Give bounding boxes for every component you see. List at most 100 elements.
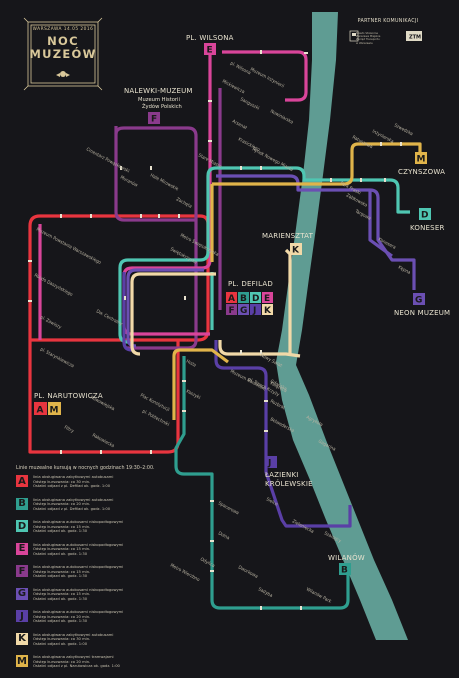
- stop-label: pl. Zawiszy: [39, 314, 63, 330]
- terminal-subtitle: Muzeum Historii: [138, 97, 180, 103]
- stop-label: Muzeum Inżynierii: [249, 66, 285, 89]
- legend-description: linia obsługiwana zabytkowymi autobusami…: [33, 497, 114, 511]
- title-emblem-icon: [56, 71, 70, 77]
- stop-label: Muranów: [119, 174, 140, 189]
- badge-letter: G: [240, 306, 247, 316]
- stop-label: Zachęta: [175, 196, 193, 209]
- legend-description: linia obsługiwana autobusami niskopodłog…: [33, 542, 124, 556]
- route-line-e: [38, 48, 308, 340]
- transit-map: pl. Wilsona Mickiewicza Muzeum Inżynieri…: [23, 12, 450, 640]
- river-vistula: [276, 12, 408, 640]
- terminal-narutowicza[interactable]: PL. NARUTOWICZA A M: [34, 392, 103, 416]
- stop-label: Kępna: [397, 264, 412, 276]
- legend-badge: E: [16, 542, 28, 555]
- badge-letter: K: [292, 246, 300, 256]
- event-name-line1: NOC: [47, 34, 79, 48]
- legend-badge: K: [16, 632, 28, 645]
- terminal-name: PL. WILSONA: [186, 34, 234, 42]
- stop-label: Nowiniarska: [269, 108, 294, 125]
- badge-letter: J: [267, 459, 271, 469]
- terminal-wilanow[interactable]: WILANÓW B: [328, 553, 365, 576]
- legend-badge: F: [16, 565, 28, 577]
- stop-label: Hoża: [185, 358, 197, 368]
- badge-letter: F: [151, 115, 157, 125]
- partner-block: PARTNER KOMUNIKACJI Miasto Stołeczne War…: [338, 19, 438, 45]
- stop-label: Cmentarz Powązkowski: [85, 146, 130, 174]
- badge-letter: M: [417, 155, 426, 165]
- event-title: WARSZAWA 14.05 2016 NOC MUZEÓW: [28, 22, 98, 86]
- badge-letter: D: [421, 211, 428, 221]
- badge-letter: E: [207, 46, 213, 56]
- badge-letter: F: [229, 306, 235, 316]
- route-line-m: [172, 142, 422, 420]
- legend-badge: J: [16, 610, 28, 622]
- terminal-neon[interactable]: G NEON MUZEUM: [394, 293, 450, 317]
- stop-label: pl. Wilsona: [229, 60, 252, 76]
- stop-label: Spacerowa: [217, 500, 240, 516]
- stop-label: Sadyba: [257, 586, 274, 599]
- badge-letter: B: [240, 294, 247, 304]
- terminal-name: KRÓLEWSKIE: [265, 479, 313, 488]
- stop-label: Szwedzka: [393, 122, 414, 137]
- terminal-mariensztat[interactable]: MARIENSZTAT K: [262, 232, 314, 256]
- terminal-wilsona[interactable]: PL. WILSONA E: [186, 34, 234, 56]
- legend-badge: B: [16, 497, 28, 510]
- route-line-j: [122, 272, 352, 528]
- stop-label: Odyńca: [199, 556, 217, 570]
- terminal-defilad[interactable]: PL. DEFILAD A B D E F G J K: [226, 280, 273, 316]
- terminal-czynszowa[interactable]: M CZYNSZOWA: [398, 152, 445, 176]
- stop-label: Filtry: [63, 424, 75, 434]
- terminal-name: KONESER: [410, 224, 445, 232]
- legend-description: linia obsługiwana autobusami niskopodłog…: [33, 610, 124, 624]
- stop-label: Dolna: [217, 530, 231, 541]
- stop-label: Świętokrzyska: [169, 246, 199, 266]
- stop-label: Hale Mirowskie: [149, 172, 180, 192]
- badge-letter: A: [37, 406, 44, 416]
- badge-letter: D: [252, 294, 259, 304]
- terminal-name: NALEWKI-MUZEUM: [124, 87, 193, 95]
- svg-text:ZTM: ZTM: [409, 35, 421, 41]
- terminal-subtitle: Żydów Polskich: [142, 103, 182, 110]
- terminal-name: NEON MUZEUM: [394, 309, 450, 317]
- legend-description: linia obsługiwana zabytkowymi autobusami…: [33, 475, 114, 489]
- partner-org: Miasto Stołeczne Warszawa Miejskie Zarzą…: [356, 32, 381, 45]
- stop-label: pl. Starynkiewicza: [39, 346, 75, 369]
- badge-letter: E: [264, 294, 270, 304]
- route-line-b: [174, 356, 350, 610]
- badge-letter: G: [415, 296, 422, 306]
- legend-badge: M: [16, 655, 28, 667]
- terminal-lazienki[interactable]: J ŁAZIENKI KRÓLEWSKIE: [264, 456, 313, 488]
- stop-label: Muzeum Powstania Warszawskiego: [35, 226, 102, 266]
- terminal-name: ŁAZIENKI: [264, 471, 299, 479]
- legend-title: Linie muzealne kursują w nocnych godzina…: [16, 466, 155, 471]
- stop-label: Mickiewicza: [221, 78, 246, 95]
- event-name: NOC MUZEÓW: [28, 35, 98, 61]
- stop-label: Wilanów Park: [305, 586, 333, 605]
- legend-description: linia obsługiwana autobusami niskopodłog…: [33, 565, 124, 579]
- event-date: WARSZAWA 14.05 2016: [32, 27, 94, 32]
- terminal-name: WILANÓW: [328, 553, 365, 562]
- terminal-nalewki[interactable]: NALEWKI-MUZEUM Muzeum Historii Żydów Pol…: [124, 87, 193, 125]
- legend-badge: A: [16, 475, 28, 487]
- terminal-koneser[interactable]: D KONESER: [410, 208, 445, 232]
- legend: Linie muzealne kursują w nocnych godzina…: [16, 466, 191, 678]
- terminal-name: CZYNSZOWA: [398, 168, 445, 176]
- badge-letter: J: [252, 306, 256, 316]
- stop-markers: [28, 50, 402, 610]
- terminal-name: MARIENSZTAT: [262, 232, 314, 240]
- terminal-name: PL. NARUTOWICZA: [34, 392, 103, 400]
- route-line-f: [114, 88, 222, 350]
- stop-label: Arsenał: [231, 118, 248, 131]
- legend-description: linia obsługiwana zabytkowymi tramwajami…: [33, 655, 120, 669]
- badge-letter: B: [341, 566, 348, 576]
- partner-title: PARTNER KOMUNIKACJI: [357, 19, 419, 24]
